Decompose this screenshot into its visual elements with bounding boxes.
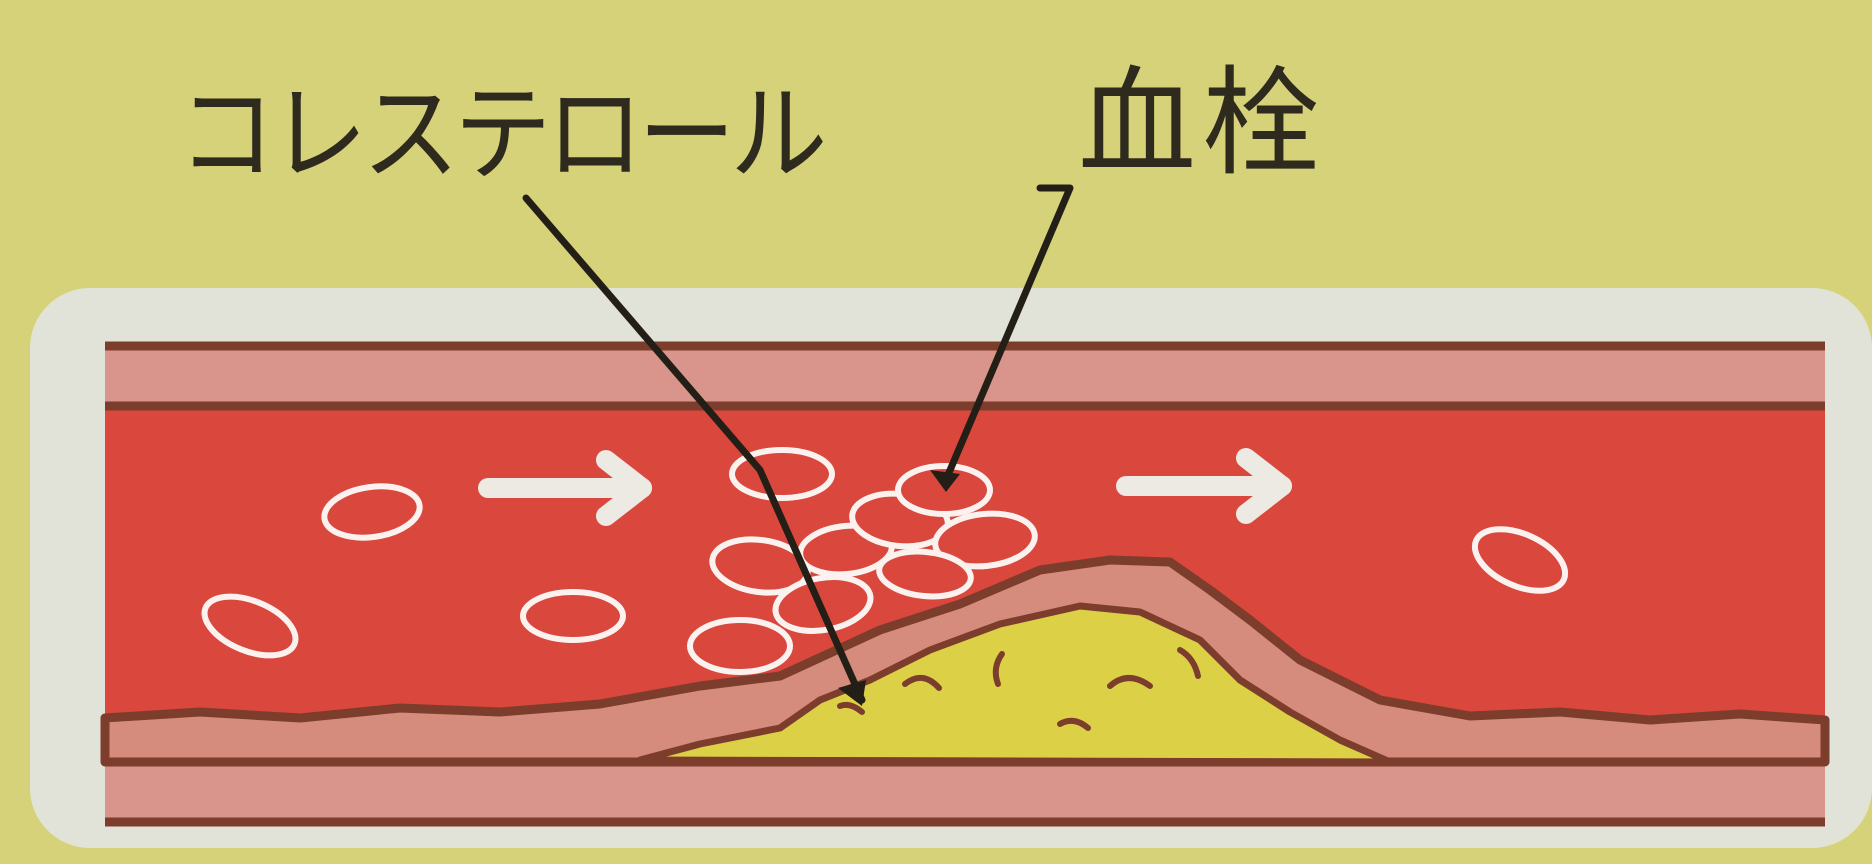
lower-vessel-wall — [105, 760, 1825, 824]
red-blood-cell — [690, 620, 790, 672]
cholesterol-label: コレステロール — [178, 82, 822, 188]
upper-vessel-wall — [105, 344, 1825, 408]
thrombus-label: 血栓 — [1078, 64, 1326, 182]
red-blood-cell — [523, 592, 623, 640]
